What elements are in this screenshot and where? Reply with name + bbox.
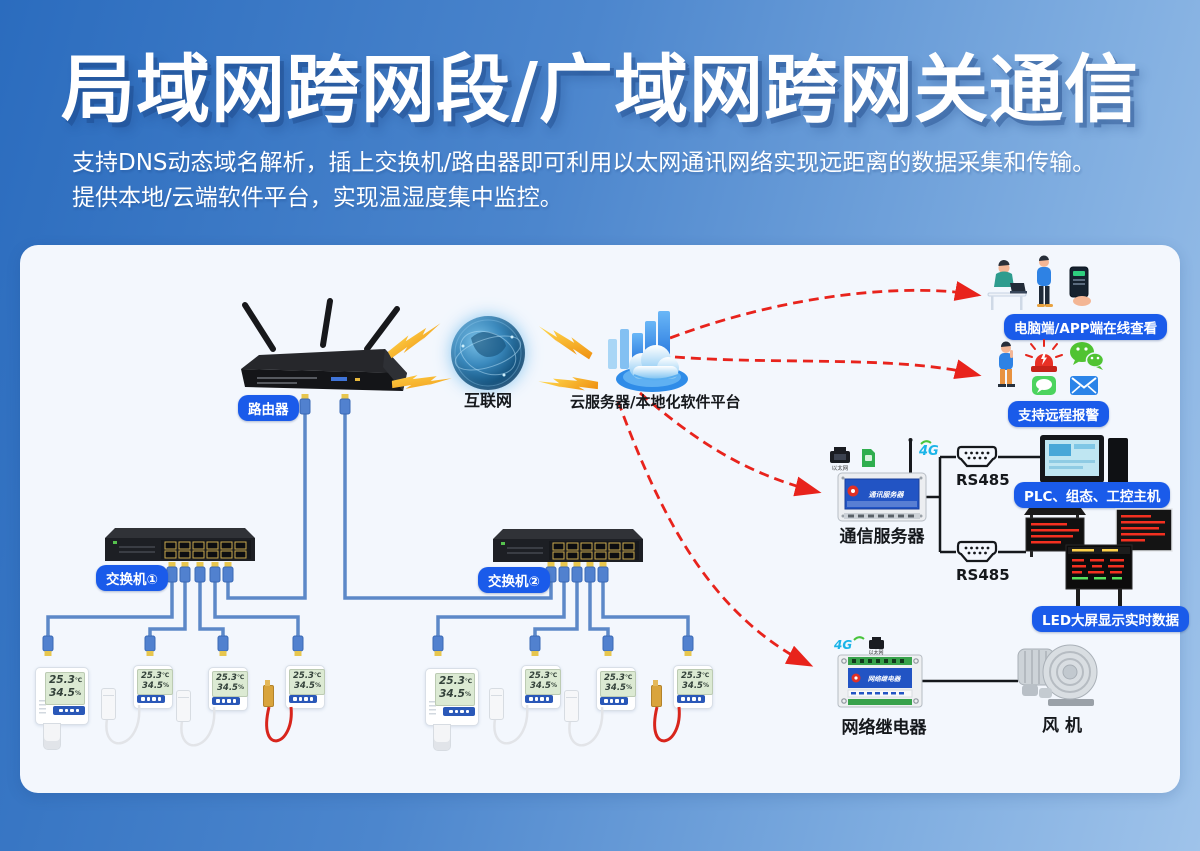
ethernet-tag: 以太网 bbox=[832, 464, 849, 472]
subtitle-line-1: 支持DNS动态域名解析，插上交换机/路由器即可利用以太网通讯网络实现远距离的数据… bbox=[72, 150, 1096, 176]
temp-humidity-sensor: 25.3℃ 34.5% bbox=[35, 667, 89, 750]
comm-server-label: 通信服务器 bbox=[839, 527, 925, 547]
page-title: 局域网跨网段/广域网跨网关通信 bbox=[60, 47, 1140, 133]
temp-humidity-sensor: 25.3℃ 34.5% bbox=[176, 667, 248, 747]
signal-arc bbox=[853, 636, 865, 641]
cloud-platform-label: 云服务器/本地化软件平台 bbox=[570, 393, 741, 411]
pc-app-users-illustration bbox=[987, 255, 1091, 310]
cloud-platform-icon bbox=[608, 311, 688, 392]
globe-mesh bbox=[454, 319, 522, 387]
rs485-connector-icon bbox=[956, 445, 998, 468]
internet-globe bbox=[451, 316, 525, 390]
serial-lines bbox=[922, 455, 1040, 683]
ethernet-tag: 以太网 bbox=[868, 649, 883, 656]
lightning-icon bbox=[391, 375, 452, 389]
temp-humidity-sensor: 25.3℃ 34.5% bbox=[641, 665, 713, 743]
comm-server-screen-text: 通讯服务器 bbox=[869, 490, 905, 499]
internet-label: 互联网 bbox=[463, 391, 512, 410]
temp-humidity-sensor: 25.3℃ 34.5% bbox=[489, 665, 561, 745]
sensor-lcd: 25.3℃ 34.5% bbox=[212, 671, 248, 697]
siren-rays bbox=[1025, 339, 1063, 358]
temp-humidity-sensor: 25.3℃ 34.5% bbox=[101, 665, 173, 745]
sensor-lcd: 25.3℃ 34.5% bbox=[435, 673, 475, 706]
page-subtitle: 支持DNS动态域名解析，插上交换机/路由器即可利用以太网通讯网络实现远距离的数据… bbox=[72, 146, 1152, 216]
rs485-connector-icon bbox=[956, 540, 998, 563]
router-device bbox=[241, 298, 407, 391]
rs485-label-bottom: RS485 bbox=[956, 566, 1010, 584]
wechat-icon bbox=[1070, 342, 1105, 370]
4g-text: 4G bbox=[918, 444, 939, 459]
sensor-lcd: 25.3℃ 34.5% bbox=[45, 672, 85, 705]
red-dashed-arrows bbox=[616, 281, 982, 667]
switch-2-device bbox=[493, 529, 643, 562]
sms-icon bbox=[1032, 376, 1056, 395]
switch-1-device bbox=[105, 528, 255, 561]
online-view-label: 电脑端/APP端在线查看 bbox=[1004, 314, 1168, 340]
plc-label: PLC、组态、工控主机 bbox=[1014, 482, 1171, 508]
diagram-panel: 路由器 互联网 bbox=[20, 245, 1190, 793]
router-antennas bbox=[242, 298, 400, 352]
temp-humidity-sensor: 25.3℃ 34.5% bbox=[425, 668, 479, 751]
connection-lines-layer bbox=[20, 281, 1040, 683]
4g-text: 4G bbox=[833, 638, 852, 652]
switch-1-label: 交换机① bbox=[96, 565, 168, 591]
subtitle-line-2: 提供本地/云端软件平台，实现温湿度集中监控。 bbox=[72, 185, 563, 211]
lightning-icon bbox=[538, 326, 593, 360]
fan-label: 风 机 bbox=[1042, 716, 1082, 736]
external-probe bbox=[263, 680, 274, 707]
router-label: 路由器 bbox=[238, 395, 299, 421]
relay-label: 网络继电器 bbox=[841, 718, 927, 738]
comm-server-device: 以太网 4G 通讯服务器 bbox=[830, 438, 939, 522]
sensor-lcd: 25.3℃ 34.5% bbox=[137, 669, 173, 695]
ethernet-port-icon bbox=[869, 637, 884, 649]
remote-alarm-label: 支持远程报警 bbox=[1008, 401, 1109, 427]
led-screens-device bbox=[1024, 508, 1173, 606]
relay-screen-text: 网络继电器 bbox=[868, 675, 902, 683]
led-label: LED大屏显示实时数据 bbox=[1032, 606, 1190, 632]
sensor-lcd: 25.3℃ 34.5% bbox=[600, 671, 636, 697]
network-relay-device: 4G 以太网 网络继电器 bbox=[833, 636, 923, 708]
sensor-lcd: 25.3℃ 34.5% bbox=[677, 669, 713, 695]
lightning-icon bbox=[387, 323, 441, 359]
sensor-lcd: 25.3℃ 34.5% bbox=[289, 669, 325, 695]
sim-card-icon bbox=[862, 449, 875, 467]
rs485-label-top: RS485 bbox=[956, 471, 1010, 489]
remote-alarm-illustration bbox=[998, 339, 1105, 395]
ethernet-cables bbox=[46, 413, 690, 637]
lightning-icon bbox=[538, 376, 599, 391]
temp-humidity-sensor: 25.3℃ 34.5% bbox=[564, 667, 636, 747]
switch-2-label: 交换机② bbox=[478, 567, 550, 593]
plc-monitor-device bbox=[1040, 435, 1128, 487]
temp-humidity-sensor: 25.3℃ 34.5% bbox=[253, 665, 325, 743]
fan-device bbox=[1017, 644, 1098, 706]
external-probe bbox=[651, 680, 662, 707]
ethernet-port-icon bbox=[830, 447, 850, 463]
email-icon bbox=[1070, 376, 1098, 395]
sensor-lcd: 25.3℃ 34.5% bbox=[525, 669, 561, 695]
